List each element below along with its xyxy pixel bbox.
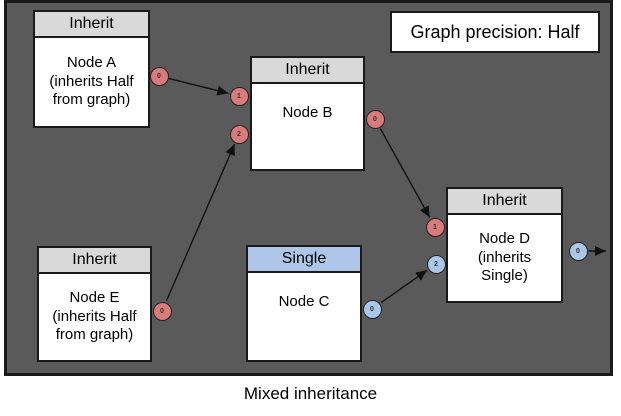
port-node-e-output-0: 0 [152, 301, 172, 321]
node-a-label: Node A (inherits Half from graph) [49, 53, 134, 109]
node-d: Inherit Node D (inherits Single) [446, 187, 563, 303]
graph-precision-label: Graph precision: Half [410, 21, 580, 42]
port-node-d-input-2: 2 [426, 254, 446, 274]
port-node-c-output-0: 0 [362, 299, 382, 319]
graph-precision-box: Graph precision: Half [390, 11, 600, 53]
node-b: Inherit Node B [250, 56, 365, 171]
diagram-caption: Mixed inheritance [243, 384, 378, 403]
node-b-label: Node B [282, 104, 333, 121]
node-c: Single Node C [246, 245, 362, 362]
node-d-label: Node D (inherits Single) [477, 229, 532, 285]
port-node-b-input-2: 2 [229, 124, 249, 144]
port-node-a-output-0: 0 [149, 66, 169, 86]
node-c-label: Node C [278, 293, 330, 310]
node-d-header: Inherit [448, 189, 561, 215]
port-node-b-input-1: 1 [229, 86, 249, 106]
node-b-header: Inherit [252, 58, 363, 84]
node-a-header: Inherit [35, 12, 148, 38]
port-node-d-output-0: 0 [568, 241, 588, 261]
node-e-label: Node E (inherits Half from graph) [52, 288, 137, 344]
node-e: Inherit Node E (inherits Half from graph… [37, 246, 152, 362]
port-node-d-input-1: 1 [425, 217, 445, 237]
node-c-header: Single [248, 247, 360, 273]
node-a: Inherit Node A (inherits Half from graph… [33, 10, 150, 128]
port-node-b-output-0: 0 [365, 109, 385, 129]
node-e-header: Inherit [39, 248, 150, 274]
